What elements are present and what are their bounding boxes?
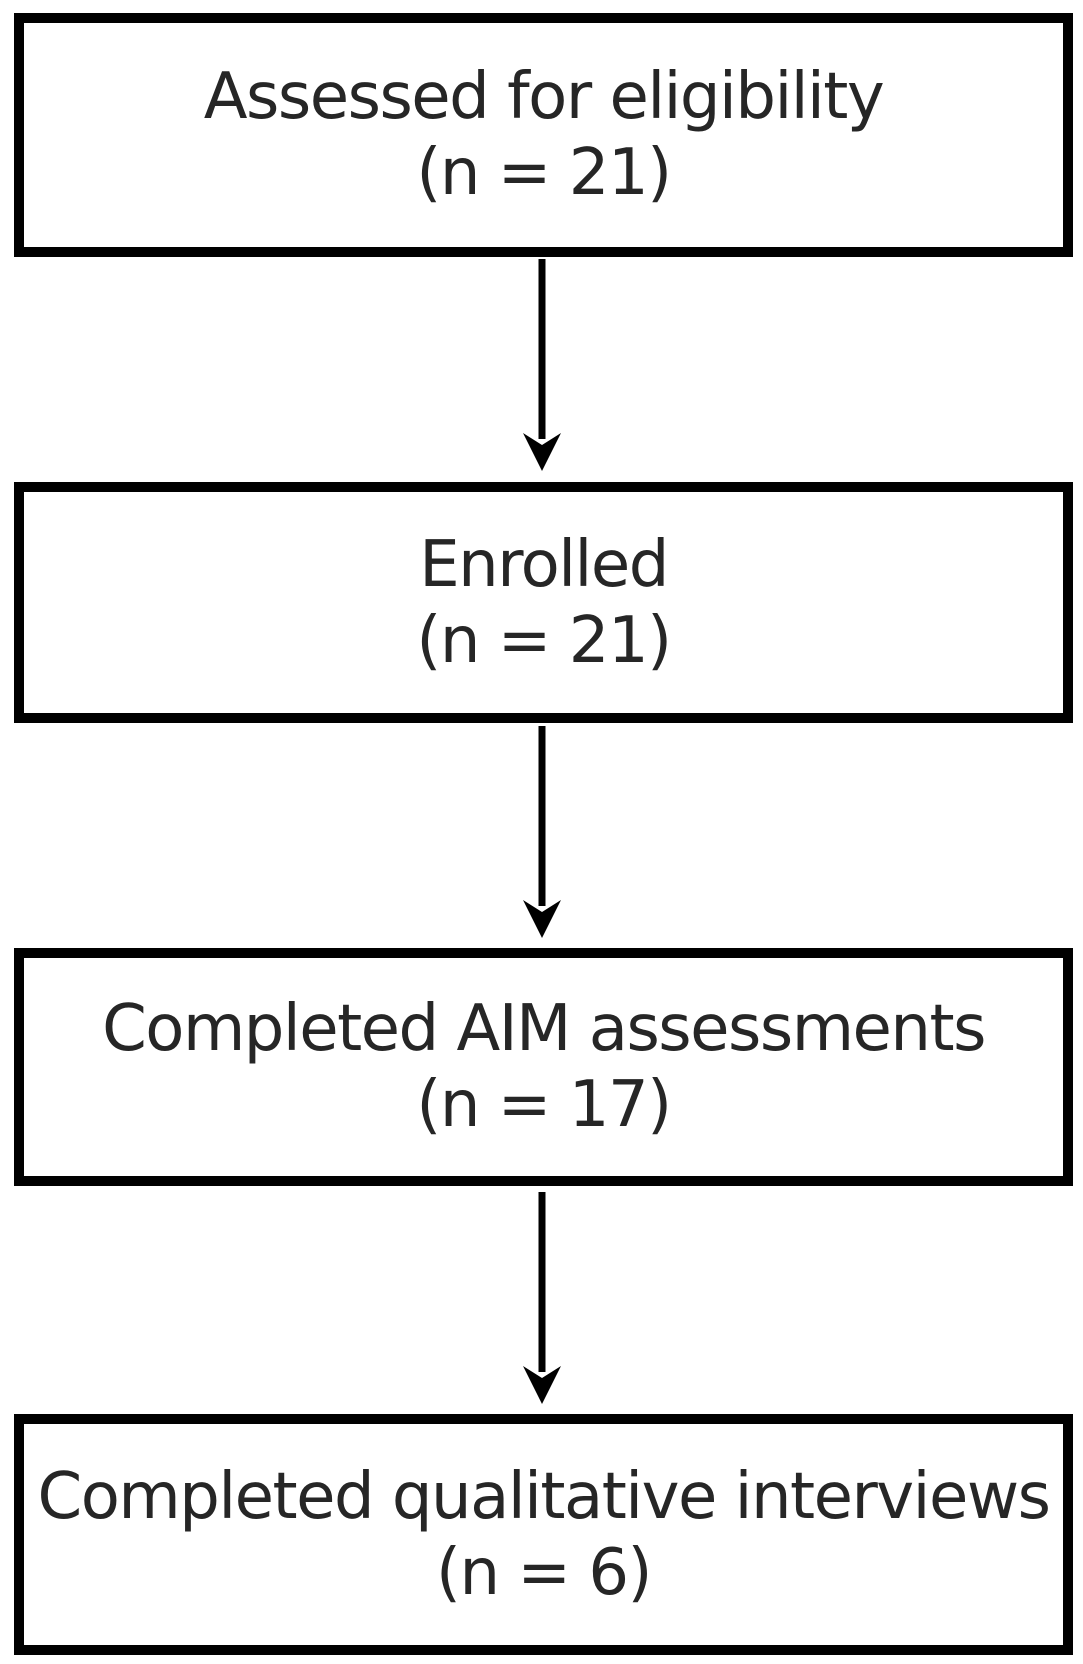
box-count: (n = 21) (416, 603, 672, 678)
flow-box-assessed: Assessed for eligibility (n = 21) (14, 13, 1073, 257)
box-label: Enrolled (419, 527, 669, 602)
box-count: (n = 6) (435, 1535, 653, 1610)
flow-box-enrolled: Enrolled (n = 21) (14, 482, 1073, 723)
box-count: (n = 21) (416, 136, 672, 210)
box-label: Completed AIM assessments (102, 992, 986, 1066)
down-arrow-icon (523, 259, 561, 471)
box-label: Assessed for eligibility (203, 60, 885, 134)
box-count: (n = 17) (416, 1068, 672, 1142)
flow-box-aim-assessments: Completed AIM assessments (n = 17) (14, 948, 1073, 1186)
down-arrow-icon (523, 726, 561, 938)
box-label: Completed qualitative interviews (37, 1459, 1052, 1534)
flow-box-qualitative-interviews: Completed qualitative interviews (n = 6) (14, 1414, 1073, 1655)
down-arrow-icon (523, 1192, 561, 1404)
